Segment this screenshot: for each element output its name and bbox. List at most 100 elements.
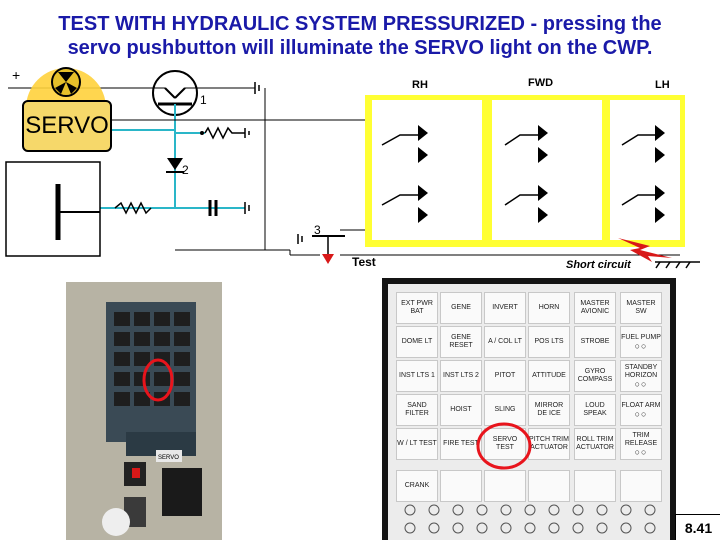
cwp-button-label: HOIST [450,406,472,413]
cwp-button[interactable]: FUEL PUMP○○ [620,326,662,358]
cwp-button[interactable] [620,470,662,502]
slide-title: TEST WITH HYDRAULIC SYSTEM PRESSURIZED -… [0,12,720,60]
cwp-button-label: MIRROR DE ICE [534,402,564,417]
cwp-button[interactable]: STROBE [574,326,616,358]
test-switch-3-icon [312,235,345,264]
cwp-button[interactable] [440,470,482,502]
cwp-button-label: MASTER SW [626,300,656,315]
cwp-button-label: FLOAT ARM [621,401,661,409]
cwp-button[interactable]: TRIM RELEASE○○ [620,428,662,460]
cwp-button[interactable] [484,470,526,502]
title-line-1: TEST WITH HYDRAULIC SYSTEM PRESSURIZED -… [58,13,662,35]
cwp-button-label: GYRO COMPASS [577,368,613,383]
cwp-button[interactable]: MIRROR DE ICE [528,394,570,426]
cwp-indicator-lamps: ○○ [634,378,648,389]
cwp-button-label: W / LT TEST [397,440,437,447]
cwp-button-label: EXT PWR BAT [401,300,433,315]
cwp-button-label: POS LTS [534,338,564,345]
cwp-button-label: FUEL PUMP [621,333,661,341]
cwp-button[interactable]: FIRE TEST [440,428,482,460]
marker-1-label: 1 [200,93,207,107]
cwp-button-label: PITCH TRIM ACTUATOR [529,436,569,451]
cwp-indicator-lamps: ○○ [634,408,648,419]
cwp-button-label: CRANK [404,482,430,489]
cockpit-panel-illustration: SERVO [66,282,222,540]
bus-wiring [108,88,680,256]
cwp-button[interactable]: DOME LT [396,326,438,358]
cwp-button-label: PITOT [494,372,516,379]
chassis-ground-icon [655,261,700,269]
cwp-button-label: SLING [494,406,516,413]
cwp-button[interactable]: PITOT [484,360,526,392]
short-circuit-lightning-icon [618,238,672,262]
cwp-button-label: STROBE [580,338,610,345]
cwp-button[interactable]: SAND FILTER [396,394,438,426]
cwp-button[interactable] [574,470,616,502]
panel-tag-label: SERVO [158,455,179,461]
cwp-button[interactable]: SERVO TEST [484,428,526,460]
cwp-button-label: STANDBY HORIZON [624,363,658,379]
fwd-label: FWD [528,77,553,89]
relay-panel [365,95,685,247]
servo-warning-light: SERVO [22,100,112,152]
cwp-button-label: INVERT [492,304,518,311]
cwp-button[interactable]: POS LTS [528,326,570,358]
circuit-diagram: + 1 [5,67,700,271]
capacitor-icon [208,200,218,216]
cwp-button[interactable]: EXT PWR BAT [396,292,438,324]
cwp-button[interactable]: CRANK [396,470,438,502]
short-circuit-label: Short circuit [566,259,632,271]
cwp-button[interactable]: STANDBY HORIZON○○ [620,360,662,392]
cwp-button-label: A / COL LT [488,338,522,345]
cwp-bottom-lamps [404,504,656,534]
cockpit-panel-photo: SERVO [66,282,222,540]
cwp-indicator-lamps: ○○ [634,340,648,351]
cwp-button[interactable]: GENE [440,292,482,324]
cwp-button-label: SERVO TEST [492,436,518,451]
cwp-button[interactable]: INVERT [484,292,526,324]
cwp-overlay [404,422,656,534]
cwp-button[interactable]: HOIST [440,394,482,426]
cwp-button[interactable]: FLOAT ARM○○ [620,394,662,426]
test-label: Test [352,255,376,269]
cwp-button[interactable]: A / COL LT [484,326,526,358]
title-line-2: servo pushbutton will illuminate the SER… [67,37,653,59]
cwp-button[interactable]: INST LTS 2 [440,360,482,392]
cwp-button-label: GENE RESET [449,334,473,349]
cwp-button-label: GENE [451,304,471,311]
cwp-indicator-lamps: ○○ [634,446,648,457]
cwp-button[interactable]: MASTER SW [620,292,662,324]
servo-lamp-frame [5,161,101,257]
cwp-button[interactable]: INST LTS 1 [396,360,438,392]
lh-label: LH [655,79,670,91]
cwp-button-label: ROLL TRIM ACTUATOR [576,436,614,451]
cwp-button[interactable]: MASTER AVIONIC [574,292,616,324]
cwp-button[interactable]: GENE RESET [440,326,482,358]
cwp-button[interactable]: W / LT TEST [396,428,438,460]
cwp-button-label: ATTITUDE [532,372,566,379]
rh-label: RH [412,79,428,91]
cwp-button-label: LOUD SPEAK [583,402,607,417]
cwp-button-label: DOME LT [401,338,433,345]
cwp-button[interactable]: ATTITUDE [528,360,570,392]
cwp-button[interactable]: GYRO COMPASS [574,360,616,392]
cwp-button-label: SAND FILTER [405,402,429,417]
diode-2-icon [166,158,184,173]
cwp-button-label: FIRE TEST [443,440,479,447]
page-number: 8.41 [675,514,720,540]
cwp-button[interactable]: HORN [528,292,570,324]
resistor-upper-icon [200,126,245,140]
ground-icon [244,82,303,244]
resistor-lower-icon [114,201,152,215]
cwp-button[interactable] [528,470,570,502]
cwp-button-label: INST LTS 1 [399,372,435,379]
cwp-button[interactable]: ROLL TRIM ACTUATOR [574,428,616,460]
cwp-button-label: TRIM RELEASE [624,431,658,447]
marker-2-label: 2 [182,163,189,177]
servo-test-highlight [476,422,532,470]
cwp-button-label: INST LTS 2 [443,372,479,379]
cwp-button[interactable]: LOUD SPEAK [574,394,616,426]
